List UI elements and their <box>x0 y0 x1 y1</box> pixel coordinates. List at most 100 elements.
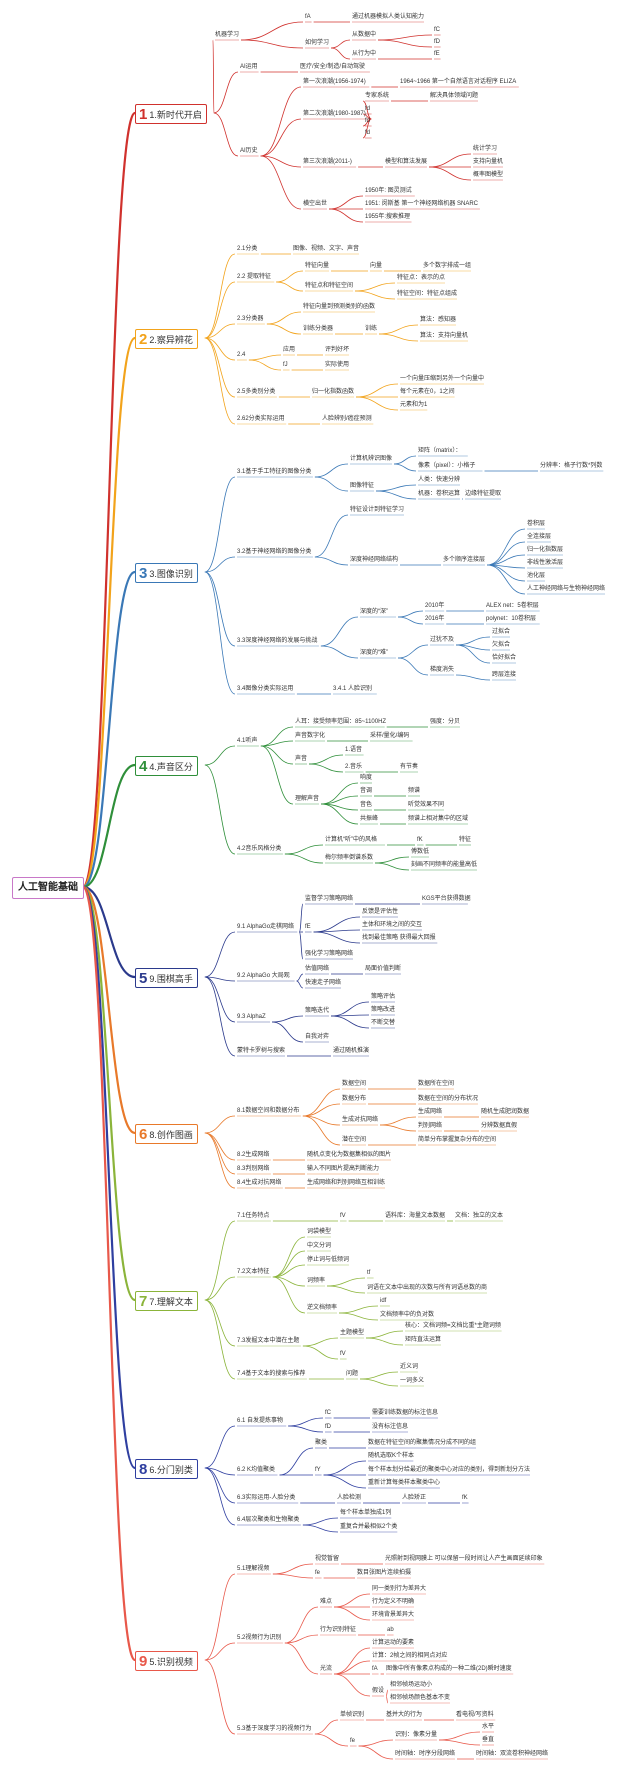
node-i3b1a[interactable]: 水平 <box>482 1724 495 1730</box>
node-e1b3[interactable]: 找到最佳策略 获得最大回报 <box>362 935 436 941</box>
node-c3a1[interactable]: 2010年 <box>425 603 445 609</box>
node-d2a1a[interactable]: 特征 <box>459 837 472 843</box>
node-g2b[interactable]: 中文分词 <box>307 1243 332 1249</box>
node-d1d2[interactable]: 音调 <box>360 788 373 794</box>
node-f1d1[interactable]: 简单分布掌握复杂分布的空间 <box>418 1137 497 1143</box>
node-i1a[interactable]: 视觉暂留 <box>315 1556 340 1562</box>
node-d1[interactable]: 4.1听声 <box>237 738 258 744</box>
node-a3b1a[interactable]: 解决具体领域问题 <box>430 93 479 99</box>
node-d1a[interactable]: 人耳：接受频率范围：85~1100HZ <box>295 719 387 725</box>
node-i3a1[interactable]: 基并大的行为 <box>386 1712 423 1718</box>
node-b3b1a[interactable]: 算法：感知器 <box>420 317 457 323</box>
node-a3b2[interactable]: fd <box>365 106 371 112</box>
node-g2d[interactable]: 词频率 <box>307 1278 326 1284</box>
node-c3a1a[interactable]: ALEX net：5卷积层 <box>486 603 539 609</box>
node-c2b1b[interactable]: 全连接层 <box>527 534 552 540</box>
node-c2b[interactable]: 深度神经网络结构 <box>350 557 399 563</box>
node-e1[interactable]: 9.1 AlphaGo走棋网络 <box>237 924 295 930</box>
node-b2b1[interactable]: 特征点：表示的点 <box>397 275 446 281</box>
node-d2b2[interactable]: 刻画不同频率的能量高低 <box>411 862 478 868</box>
node-f3[interactable]: 8.3判别网络 <box>237 1166 270 1172</box>
node-d2[interactable]: 4.2音乐风格分类 <box>237 846 282 852</box>
node-a3c1a[interactable]: 统计学习 <box>473 146 498 152</box>
node-a1b2[interactable]: 从行为中 <box>352 51 377 57</box>
node-e3[interactable]: 9.3 AlphaZ <box>237 1014 266 1020</box>
node-b1[interactable]: 2.1分类 <box>237 246 258 252</box>
node-c3b1[interactable]: 过犹不及 <box>430 637 455 643</box>
node-b5a[interactable]: 归一化指数函数 <box>312 389 355 395</box>
node-g3[interactable]: 7.3发掘文本中潜在主题 <box>237 1338 300 1344</box>
node-b2b2[interactable]: 特征空间：特征点组成 <box>397 291 458 297</box>
node-f1a1[interactable]: 数据所在空间 <box>418 1081 455 1087</box>
node-i2c2[interactable]: 计算：2帧之间的相同点对应 <box>372 1653 448 1659</box>
node-c2b1e[interactable]: 池化层 <box>527 573 546 579</box>
node-f1c2a[interactable]: 分辨数据真假 <box>481 1123 518 1129</box>
node-b3a[interactable]: 特征向量到预测类别的函数 <box>303 304 376 310</box>
node-i2c1[interactable]: 计算运动的要素 <box>372 1640 415 1646</box>
node-e3a3[interactable]: 不断交替 <box>371 1020 396 1026</box>
node-c3a[interactable]: 深度的“深” <box>360 609 388 615</box>
node-e2a[interactable]: 估值网络 <box>305 966 330 972</box>
node-f1c[interactable]: 生成对抗网络 <box>342 1117 379 1123</box>
node-a3a1[interactable]: 1964~1966 第一个自然语言对话程序 ELIZA <box>400 79 517 85</box>
node-d2b1[interactable]: 傅数低 <box>411 849 430 855</box>
node-e3a1[interactable]: 策略评估 <box>371 994 396 1000</box>
node-g2e2[interactable]: 文档频率中的负对数 <box>380 1312 435 1318</box>
node-a1b[interactable]: 如何学习 <box>305 40 330 46</box>
node-d1c1[interactable]: 1.语音 <box>345 747 363 753</box>
node-b6[interactable]: 2.62分类实际运用 <box>237 416 285 422</box>
node-f1c1[interactable]: 生成网络 <box>418 1109 443 1115</box>
node-e3a2[interactable]: 策略改进 <box>371 1007 396 1013</box>
node-c1a1[interactable]: 矩阵（matrix）： <box>418 448 462 454</box>
node-i1[interactable]: 5.1理解视频 <box>237 1566 270 1572</box>
node-c1a[interactable]: 计算机辨识图像 <box>350 456 393 462</box>
node-i2c4b[interactable]: 相邻帧场颜色基本不变 <box>390 1695 451 1701</box>
node-d2a1[interactable]: fK <box>417 837 423 843</box>
node-f1d[interactable]: 潜在空间 <box>342 1137 367 1143</box>
node-g1a1a[interactable]: 文档：独立的文本 <box>455 1213 504 1219</box>
node-d1b1[interactable]: 采样/量化/编码 <box>370 733 410 739</box>
node-b2b[interactable]: 特征点和特征空间 <box>305 283 354 289</box>
node-b6a[interactable]: 人脸辨别/癌症预测 <box>322 416 372 422</box>
node-g2d2[interactable]: 词语在文本中出现的次数与所有词语总数的商 <box>367 1285 488 1291</box>
node-c3b2[interactable]: 梯度消失 <box>430 667 455 673</box>
node-b3b1[interactable]: 训练 <box>365 326 378 332</box>
node-c2a[interactable]: 特征设计到特征学习 <box>350 507 405 513</box>
node-i2b1[interactable]: ab <box>387 1627 394 1633</box>
node-d1d4[interactable]: 共振峰 <box>360 816 379 822</box>
node-g4a[interactable]: 问题 <box>346 1371 359 1377</box>
node-c1b1[interactable]: 人类：快速分辨 <box>418 477 461 483</box>
node-d2a[interactable]: 计算机“听”中的风格 <box>325 837 377 843</box>
node-c4a[interactable]: 3.4.1 人脸识别 <box>333 686 373 692</box>
node-h2b1[interactable]: 随机选取K个样本 <box>368 1453 415 1459</box>
node-i2b[interactable]: 行为识别特征 <box>320 1627 357 1633</box>
node-e1a[interactable]: 监督学习策略网络 <box>305 896 354 902</box>
node-h2a[interactable]: 聚类 <box>315 1440 328 1446</box>
node-c2b1[interactable]: 多个顺序连接层 <box>443 557 486 563</box>
node-e2a1[interactable]: 局面价值判断 <box>365 966 402 972</box>
node-i2c4a[interactable]: 相邻帧场运动小 <box>390 1682 433 1688</box>
node-h3a1a[interactable]: fK <box>462 1495 468 1501</box>
node-d1d[interactable]: 理解声音 <box>295 796 320 802</box>
node-h2a1[interactable]: 数据在特征空间的聚集情况分成不同的组 <box>368 1440 477 1446</box>
node-f1b1[interactable]: 数据在空间的分布状况 <box>418 1096 479 1102</box>
node-c1a2a[interactable]: 分辨率：格子行数*列数 <box>540 463 603 469</box>
node-i2[interactable]: 5.2视频行为识别 <box>237 1635 282 1641</box>
node-e3a[interactable]: 策略迭代 <box>305 1008 330 1014</box>
node-a3b3[interactable]: fd <box>365 118 371 124</box>
node-c1b2[interactable]: 机器：卷积运算 <box>418 491 461 497</box>
node-h3a1[interactable]: 人脸矫正 <box>402 1495 427 1501</box>
node-e2[interactable]: 9.2 AlphaGo 大局观 <box>237 973 290 979</box>
node-c1a2[interactable]: 像素（pixel）：小格子 <box>418 463 476 469</box>
node-g3a2[interactable]: 矩阵直法运算 <box>405 1337 442 1343</box>
node-i3b2a[interactable]: 时间轴：双流卷积神经网络 <box>476 1751 549 1757</box>
node-g1[interactable]: 7.1任务特点 <box>237 1213 270 1219</box>
node-i2c3[interactable]: fA <box>372 1666 378 1672</box>
node-d1c2[interactable]: 2.音乐 <box>345 764 363 770</box>
node-g2a[interactable]: 词袋模型 <box>307 1229 332 1235</box>
node-c1[interactable]: 3.1基于手工特征的图像分类 <box>237 469 312 475</box>
node-a3a[interactable]: 第一次浪潮(1956-1974) <box>303 79 366 85</box>
